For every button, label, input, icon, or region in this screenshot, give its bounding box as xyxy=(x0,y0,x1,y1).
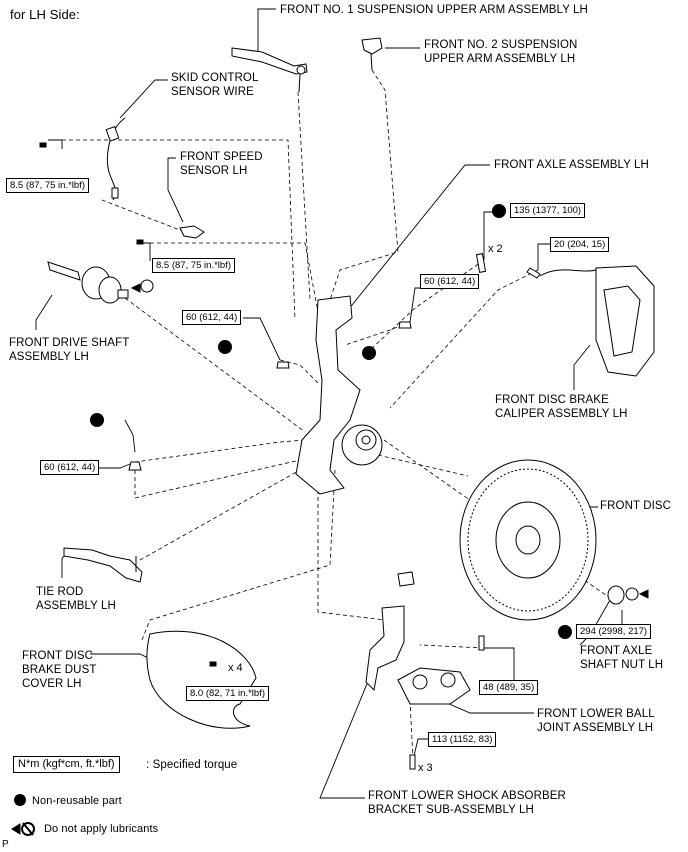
leader-shock-bracket xyxy=(319,639,386,799)
shock-bracket-shape xyxy=(365,605,405,692)
axle-nut-shape xyxy=(607,585,625,605)
legend-torque-unit: N*m (kgf*cm, ft.*lbf) xyxy=(13,756,120,773)
leader-upper-arm-1 xyxy=(257,8,276,52)
label-dust-cover: FRONT DISC BRAKE DUST COVER LH xyxy=(22,650,97,690)
torque-upper-arm1-nut: 60 (612, 44) xyxy=(182,310,242,325)
torque-wire-clamp-bolt: 20 (204, 15) xyxy=(550,237,610,252)
label-upper-arm-1: FRONT NO. 1 SUSPENSION UPPER ARM ASSEMBL… xyxy=(280,4,588,16)
torque-upper-arm2-nut: 60 (612, 44) xyxy=(420,274,480,289)
legend-no-lubricant: Do not apply lubricants xyxy=(44,823,159,835)
torque-sensor-wire-bolt: 8.5 (87, 75 in.*lbf) xyxy=(6,178,89,193)
torque-axle-nut: 294 (2998, 217) xyxy=(576,624,652,639)
leader-ball-joint xyxy=(439,699,534,714)
torque-ball-joint-nut: 48 (489, 35) xyxy=(479,680,539,695)
label-speed-sensor: FRONT SPEED SENSOR LH xyxy=(180,151,263,177)
label-ball-joint: FRONT LOWER BALL JOINT ASSEMBLY LH xyxy=(537,708,655,734)
label-caliper: FRONT DISC BRAKE CALIPER ASSEMBLY LH xyxy=(495,394,628,420)
leader-axle-assembly xyxy=(347,164,490,311)
non-reusable-dot-axle-nut xyxy=(558,625,572,639)
mult-dust-cover-bolt: x 4 xyxy=(228,662,243,674)
non-reusable-dot-upper-arm2-nut xyxy=(362,346,376,360)
leader-speed-sensor xyxy=(167,157,184,223)
label-disc: FRONT DISC xyxy=(600,500,672,512)
legend-non-reusable-dot xyxy=(14,794,26,806)
label-tie-rod: TIE ROD ASSEMBLY LH xyxy=(36,586,116,612)
drive-shaft-shape xyxy=(47,261,129,304)
torque-dust-cover-bolt: 8.0 (82, 71 in.*lbf) xyxy=(186,686,269,701)
non-reusable-dot-upper-arm1-nut xyxy=(218,340,232,354)
ball-joint-shape xyxy=(397,667,471,705)
leader-skid-sensor-wire xyxy=(119,79,168,119)
torque-speed-sensor-bolt: 8.5 (87, 75 in.*lbf) xyxy=(152,258,235,273)
dust-cover-shape xyxy=(146,630,257,729)
side-label: for LH Side: xyxy=(10,7,80,22)
label-drive-shaft: FRONT DRIVE SHAFT ASSEMBLY LH xyxy=(9,337,130,363)
torque-bracket-bolt: 113 (1152, 83) xyxy=(428,732,497,747)
upper-arm-2-shape xyxy=(361,37,383,55)
upper-arm-1-shape xyxy=(231,47,308,75)
leader-caliper xyxy=(573,344,591,390)
torque-caliper-bolt: 135 (1377, 100) xyxy=(510,203,586,218)
footer-code: P xyxy=(2,839,9,850)
label-skid-sensor-wire: SKID CONTROL SENSOR WIRE xyxy=(171,72,259,98)
mult-caliper-bolt: x 2 xyxy=(488,243,503,255)
label-upper-arm-2: FRONT NO. 2 SUSPENSION UPPER ARM ASSEMBL… xyxy=(424,39,578,65)
label-shock-bracket: FRONT LOWER SHOCK ABSORBER BRACKET SUB-A… xyxy=(368,790,566,816)
non-reusable-dot-caliper-bolt xyxy=(492,204,506,218)
label-axle-assembly: FRONT AXLE ASSEMBLY LH xyxy=(494,159,649,171)
mult-bracket-bolt: x 3 xyxy=(418,762,433,774)
speed-sensor-shape xyxy=(179,225,205,239)
label-axle-nut: FRONT AXLE SHAFT NUT LH xyxy=(580,645,664,671)
front-disc-shape xyxy=(459,459,597,621)
leader-drive-shaft xyxy=(35,294,53,330)
torque-tie-rod-nut: 60 (612, 44) xyxy=(40,460,100,475)
axle-knuckle-shape xyxy=(295,295,361,495)
legend-non-reusable: Non-reusable part xyxy=(32,795,122,807)
tie-rod-shape xyxy=(63,547,143,583)
non-reusable-dot-tie-rod-nut xyxy=(90,413,104,427)
legend-torque-desc: : Specified torque xyxy=(146,759,238,771)
